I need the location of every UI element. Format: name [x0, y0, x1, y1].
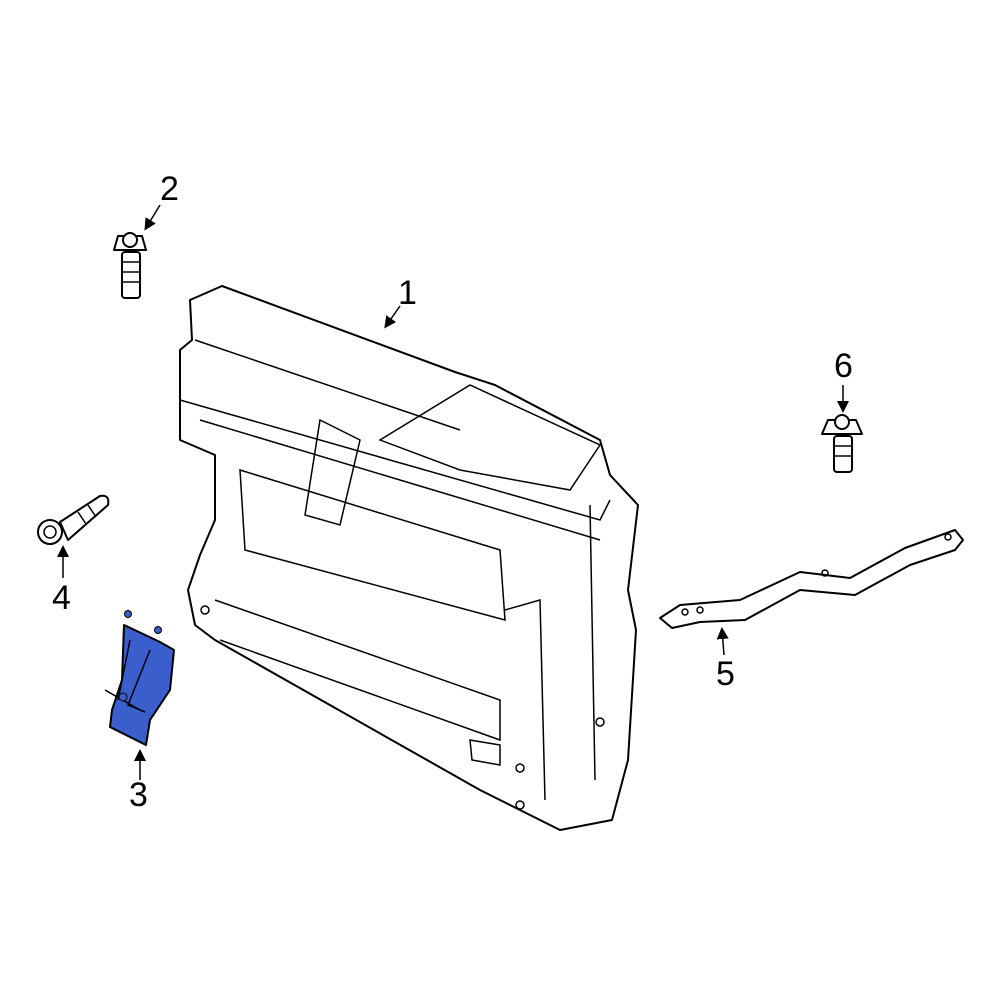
bracket-part-3[interactable]	[104, 610, 175, 746]
callout-2: 2	[160, 170, 179, 208]
bolt-part-6[interactable]	[821, 414, 863, 473]
radiator-support-part[interactable]	[179, 285, 639, 831]
bolt-part-4[interactable]	[37, 494, 110, 545]
reinforcement-bar-part-5[interactable]	[659, 529, 964, 629]
callout-4: 4	[52, 579, 71, 617]
bolt-part-2[interactable]	[113, 232, 147, 299]
callout-arrows	[57, 204, 849, 780]
callout-5: 5	[716, 655, 735, 693]
callout-3: 3	[129, 776, 148, 814]
callout-1: 1	[398, 274, 417, 312]
callout-6: 6	[834, 347, 853, 385]
